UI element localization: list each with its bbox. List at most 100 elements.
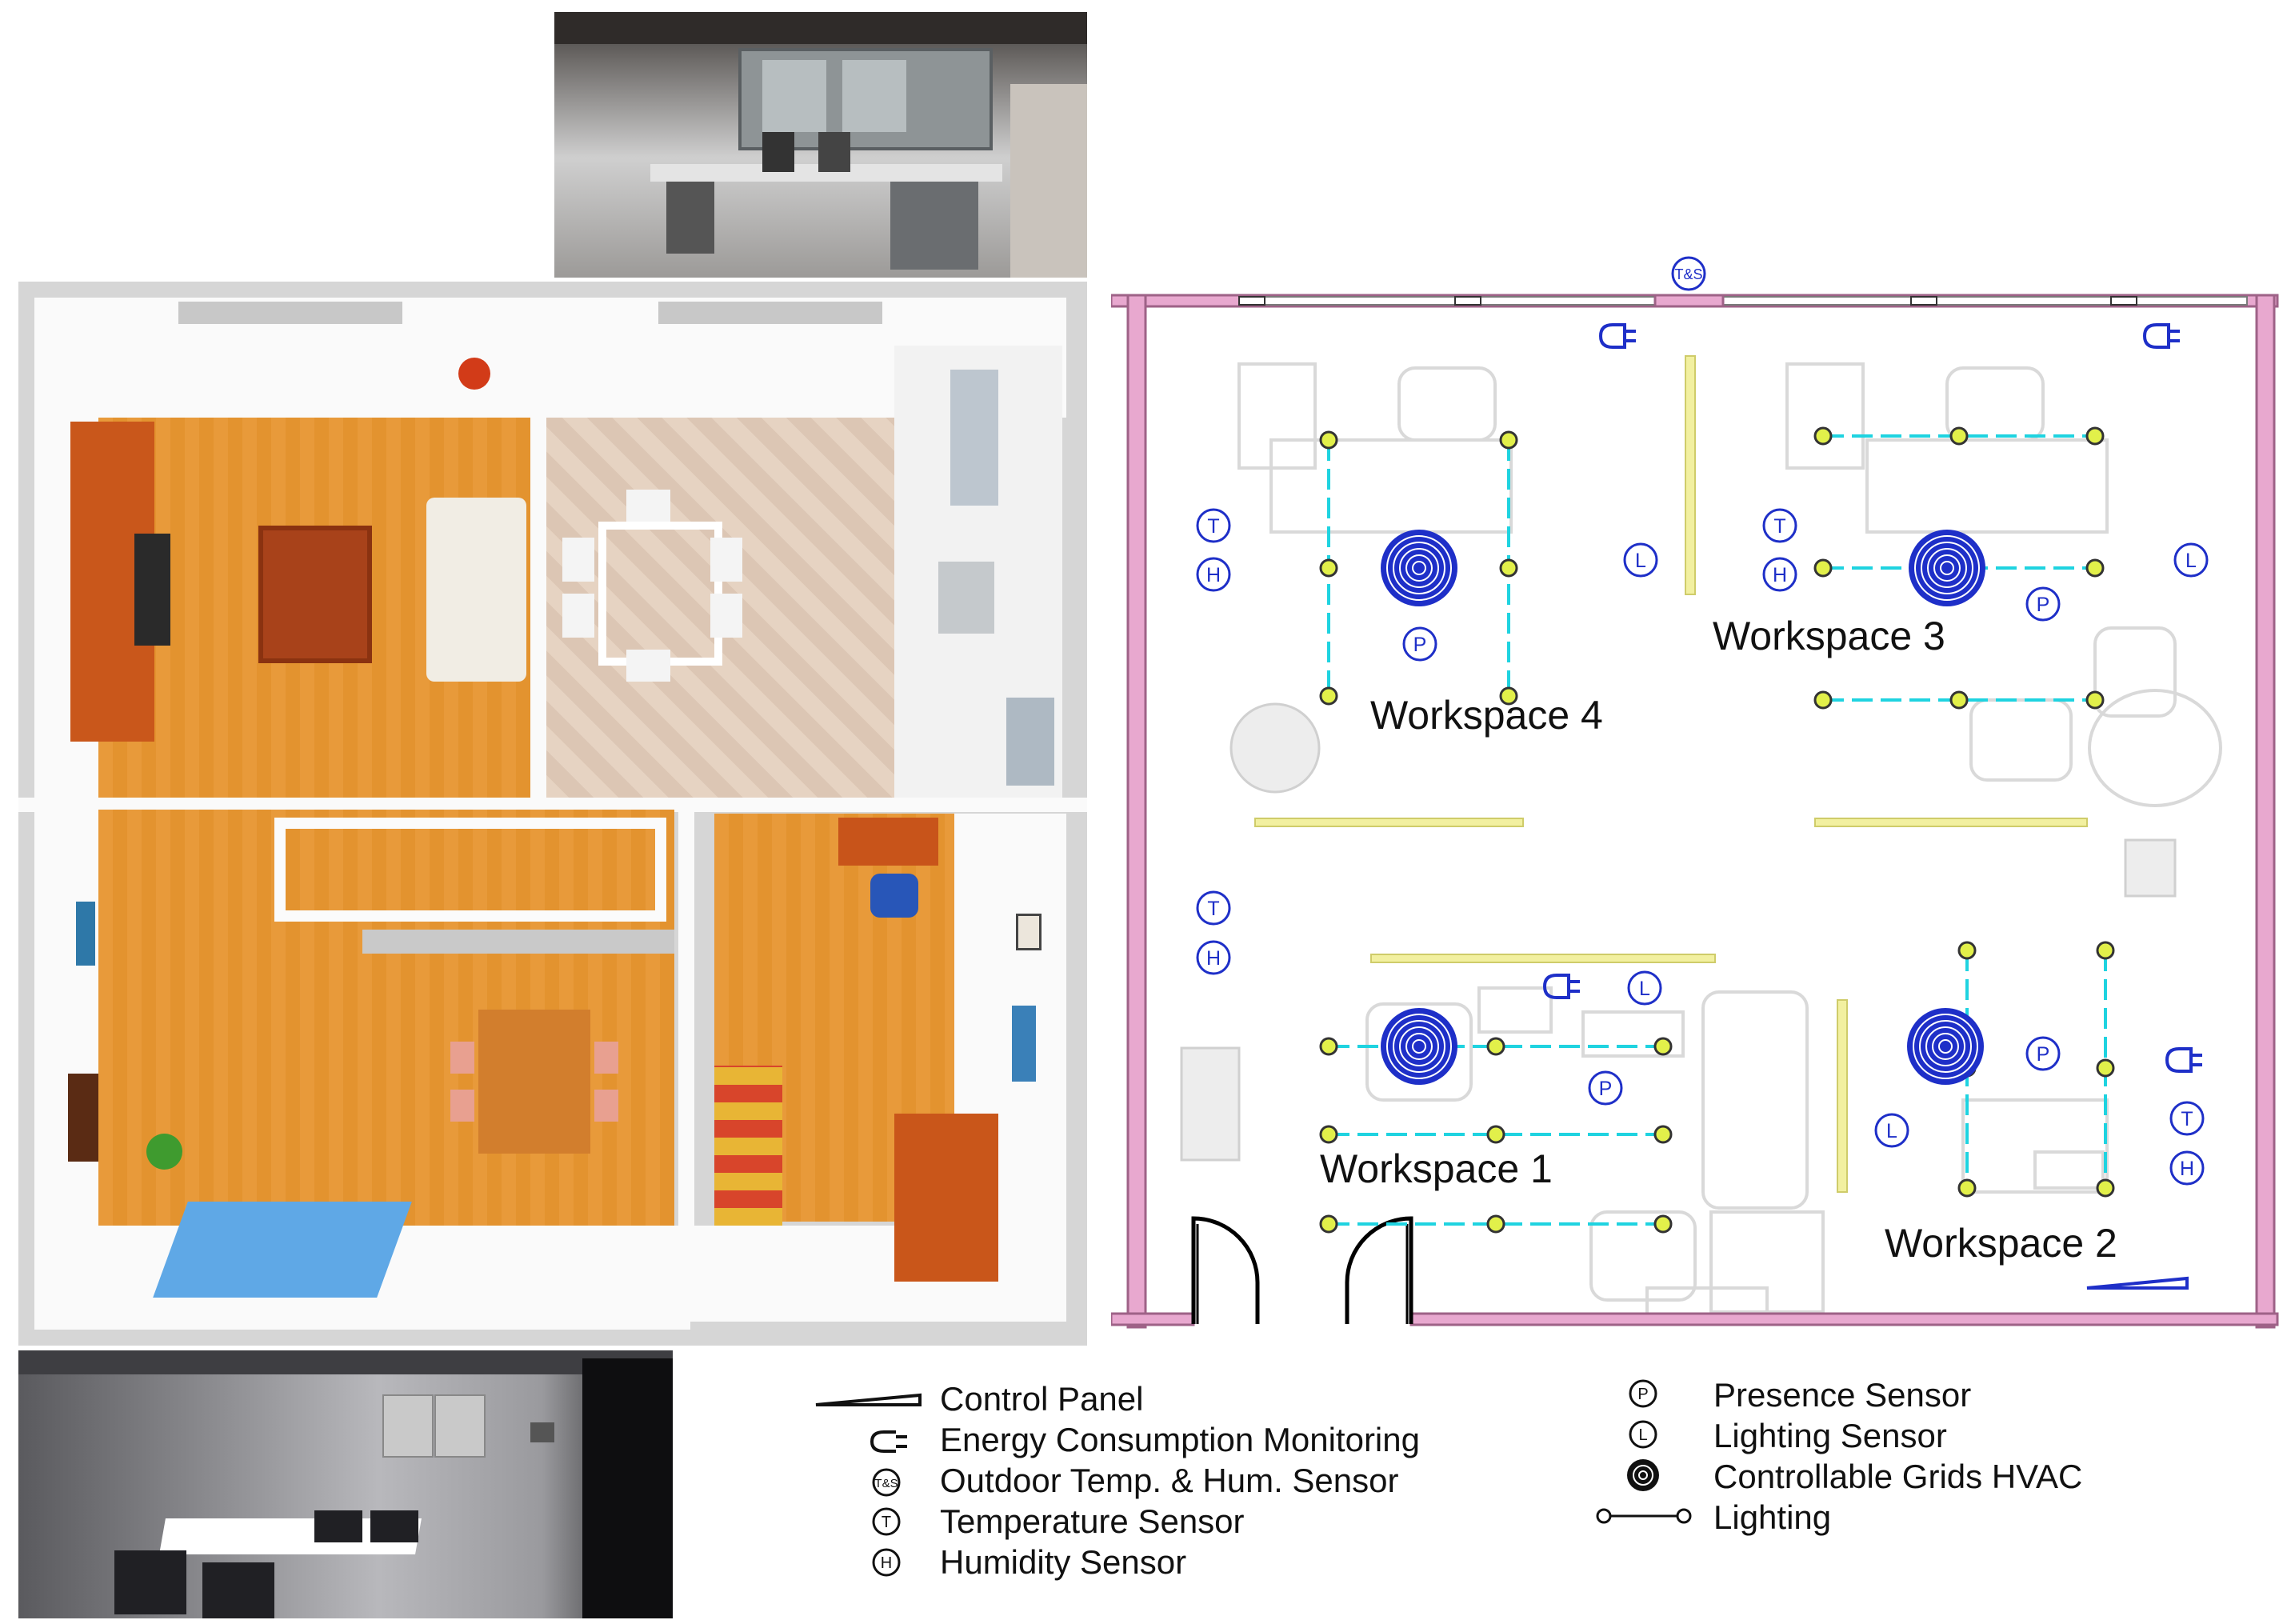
- svg-text:T: T: [1207, 898, 1219, 920]
- svg-text:H: H: [1206, 564, 1221, 586]
- svg-text:T: T: [2181, 1108, 2193, 1130]
- lighting-node: [1957, 941, 1977, 960]
- plug-icon: [870, 1430, 907, 1453]
- dining-table: [598, 522, 722, 666]
- lighting-sensor: L: [2173, 542, 2209, 578]
- control-panel: [2086, 1276, 2189, 1290]
- workspace-1-label: Workspace 1: [1320, 1146, 1553, 1191]
- legend-lighting: Lighting: [1713, 1498, 1832, 1536]
- temperature-sensor: T: [1196, 508, 1231, 543]
- svg-text:T&S: T&S: [874, 1477, 898, 1490]
- office-chair: [870, 874, 918, 918]
- svg-text:T: T: [1773, 515, 1785, 538]
- svg-text:P: P: [2037, 1043, 2050, 1066]
- humidity-icon: H: [872, 1548, 901, 1577]
- lighting-node: [1949, 690, 1969, 710]
- hvac-grid: [1381, 530, 1457, 606]
- hvac-icon: [1627, 1459, 1659, 1491]
- meeting-table: [478, 1010, 590, 1154]
- office-desk: [838, 818, 938, 866]
- svg-text:L: L: [1886, 1120, 1897, 1142]
- hvac-grid: [1907, 1008, 1984, 1085]
- energy-layer: [1542, 323, 2202, 1073]
- presence-icon: P: [1629, 1379, 1657, 1408]
- legend-humidity: Humidity Sensor: [940, 1543, 1187, 1581]
- energy-monitor-plug: [2142, 323, 2180, 349]
- outdoor-temp-hum-sensor: T&S: [1671, 256, 1706, 291]
- humidity-sensor: H: [1762, 557, 1797, 592]
- dresser: [894, 1114, 998, 1282]
- temperature-sensor: T: [1762, 508, 1797, 543]
- legend-control-panel: Control Panel: [940, 1380, 1144, 1418]
- outdoor-sensor-icon: T&S: [872, 1468, 901, 1497]
- svg-text:H: H: [881, 1554, 892, 1572]
- energy-monitor-plug: [1542, 974, 1580, 999]
- svg-text:H: H: [2180, 1158, 2194, 1180]
- furniture-outlines: [1237, 362, 2222, 1318]
- lighting-node: [1486, 1037, 1505, 1056]
- lighting-sensor: L: [1874, 1113, 1909, 1148]
- svg-text:P: P: [2037, 594, 2050, 616]
- corridor-frame: [274, 818, 666, 922]
- lighting-node: [2096, 941, 2115, 960]
- temperature-sensor: T: [2169, 1101, 2205, 1136]
- humidity-sensor: H: [1196, 557, 1231, 592]
- lighting-node: [1319, 558, 1338, 578]
- legend-energy: Energy Consumption Monitoring: [940, 1421, 1420, 1458]
- temperature-icon: T: [872, 1507, 901, 1536]
- sofa: [426, 498, 526, 682]
- humidity-sensor: H: [2169, 1150, 2205, 1186]
- legend-lighting-sensor: Lighting Sensor: [1713, 1417, 1947, 1454]
- lighting-node: [1319, 1125, 1338, 1144]
- lighting-node: [1499, 430, 1518, 450]
- lighting-node: [1486, 1125, 1505, 1144]
- lamp: [458, 358, 490, 390]
- svg-text:P: P: [1599, 1078, 1613, 1100]
- hvac-layer: [1381, 530, 1985, 1085]
- legend-outdoor: Outdoor Temp. & Hum. Sensor: [940, 1462, 1399, 1499]
- rug: [714, 1066, 782, 1226]
- svg-text:L: L: [2185, 550, 2197, 572]
- presence-sensor: P: [1588, 1070, 1623, 1106]
- energy-monitor-plug: [1598, 323, 1636, 349]
- lighting-node: [1486, 1214, 1505, 1234]
- legend-symbols-left: T&S T H: [815, 1393, 922, 1577]
- presence-sensor: P: [2025, 586, 2061, 622]
- lab-photo-top: [554, 12, 1087, 278]
- presence-sensor: P: [1402, 626, 1437, 662]
- lighting-node: [1499, 558, 1518, 578]
- workspace-3-label: Workspace 3: [1713, 614, 1945, 658]
- svg-text:H: H: [1773, 564, 1787, 586]
- legend-temperature: Temperature Sensor: [940, 1502, 1245, 1540]
- svg-text:L: L: [1635, 550, 1646, 572]
- wall-picture: [76, 902, 95, 966]
- lighting-sensor: L: [1623, 542, 1658, 578]
- svg-text:T: T: [882, 1514, 891, 1531]
- lighting-node: [2096, 1058, 2115, 1078]
- svg-text:P: P: [1637, 1386, 1648, 1403]
- lighting-icon: [1596, 1508, 1692, 1524]
- lighting-node: [1319, 430, 1338, 450]
- decor-plants: [1180, 702, 2177, 1162]
- lighting-node: [1319, 686, 1338, 706]
- lighting-node: [1319, 1214, 1338, 1234]
- hvac-grid: [1381, 1008, 1457, 1085]
- svg-text:L: L: [1639, 978, 1650, 1000]
- control-panel-icon: [815, 1393, 922, 1406]
- building-walls: [1111, 294, 2279, 1329]
- lighting-node: [2085, 690, 2105, 710]
- lighting-node: [1653, 1037, 1673, 1056]
- svg-text:T: T: [1207, 515, 1219, 538]
- lighting-node: [1319, 1037, 1338, 1056]
- wall-picture: [68, 1074, 98, 1162]
- plant: [146, 1134, 182, 1170]
- lighting-sensor-icon: L: [1629, 1420, 1657, 1449]
- lighting-node: [1813, 690, 1833, 710]
- lighting-node: [1813, 558, 1833, 578]
- legend-presence: Presence Sensor: [1713, 1376, 1972, 1414]
- svg-text:T&S: T&S: [1674, 266, 1702, 282]
- humidity-sensor: H: [1196, 940, 1231, 975]
- lighting-node: [1957, 1178, 1977, 1198]
